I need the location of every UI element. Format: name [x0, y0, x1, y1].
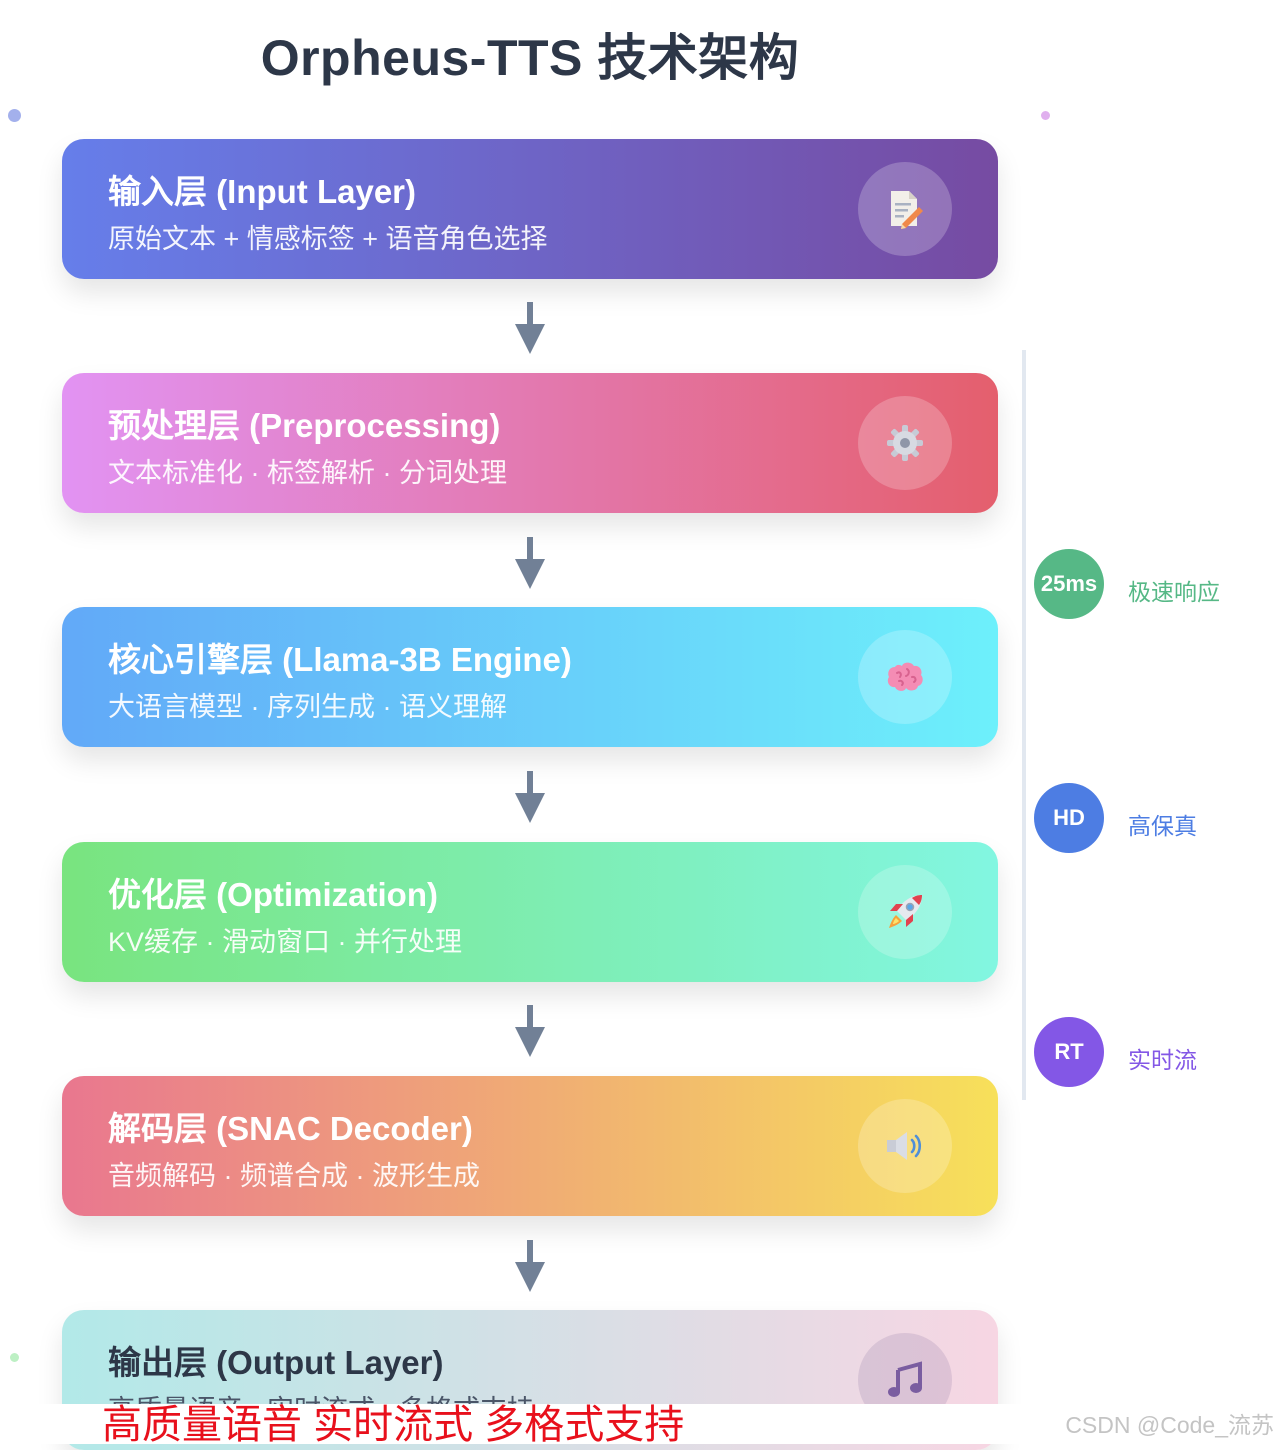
layer-title: 预处理层 (Preprocessing) [108, 407, 501, 444]
layer-title: 解码层 (SNAC Decoder) [108, 1110, 473, 1147]
optimization-layer-card: 优化层 (Optimization) KV缓存 · 滑动窗口 · 并行处理 [62, 842, 998, 982]
layer-description: 原始文本 + 情感标签 + 语音角色选择 [108, 224, 548, 254]
flow-arrow-1 [515, 302, 545, 354]
caption-overlay: 高质量语音 实时流式 多格式支持 [102, 1403, 685, 1447]
latency-badge-label: 极速响应 [1128, 579, 1220, 605]
realtime-badge: RT [1034, 1017, 1104, 1087]
layer-description: KV缓存 · 滑动窗口 · 并行处理 [108, 927, 463, 957]
core-engine-layer-card: 核心引擎层 (Llama-3B Engine) 大语言模型 · 序列生成 · 语… [62, 607, 998, 747]
watermark: CSDN @Code_流苏 [1065, 1412, 1274, 1438]
decorative-dot-purple [1041, 111, 1050, 120]
flow-arrow-4 [515, 1005, 545, 1057]
decorative-dot-green [10, 1353, 19, 1362]
layer-description: 音频解码 · 频谱合成 · 波形生成 [108, 1161, 480, 1191]
flow-arrow-5 [515, 1240, 545, 1292]
decoder-layer-card: 解码层 (SNAC Decoder) 音频解码 · 频谱合成 · 波形生成 [62, 1076, 998, 1216]
layer-description: 大语言模型 · 序列生成 · 语义理解 [108, 692, 507, 722]
layer-title: 优化层 (Optimization) [108, 876, 438, 913]
decorative-dot-blue [8, 109, 21, 122]
page-title: Orpheus-TTS 技术架构 [260, 30, 800, 86]
layer-title: 核心引擎层 (Llama-3B Engine) [108, 641, 572, 678]
layer-title: 输出层 (Output Layer) [108, 1344, 444, 1381]
document-pencil-icon [858, 162, 952, 256]
hd-badge: HD [1034, 783, 1104, 853]
timeline-divider [1022, 350, 1026, 1100]
preprocessing-layer-card: 预处理层 (Preprocessing) 文本标准化 · 标签解析 · 分词处理 [62, 373, 998, 513]
brain-icon [858, 630, 952, 724]
input-layer-card: 输入层 (Input Layer) 原始文本 + 情感标签 + 语音角色选择 [62, 139, 998, 279]
speaker-icon [858, 1099, 952, 1193]
hd-badge-label: 高保真 [1128, 813, 1197, 839]
layer-description: 文本标准化 · 标签解析 · 分词处理 [108, 458, 507, 488]
realtime-badge-label: 实时流 [1128, 1047, 1197, 1073]
flow-arrow-3 [515, 771, 545, 823]
rocket-icon [858, 865, 952, 959]
caption-backdrop [0, 1404, 1280, 1444]
latency-badge: 25ms [1034, 549, 1104, 619]
layer-title: 输入层 (Input Layer) [108, 173, 417, 210]
gear-icon [858, 396, 952, 490]
flow-arrow-2 [515, 537, 545, 589]
